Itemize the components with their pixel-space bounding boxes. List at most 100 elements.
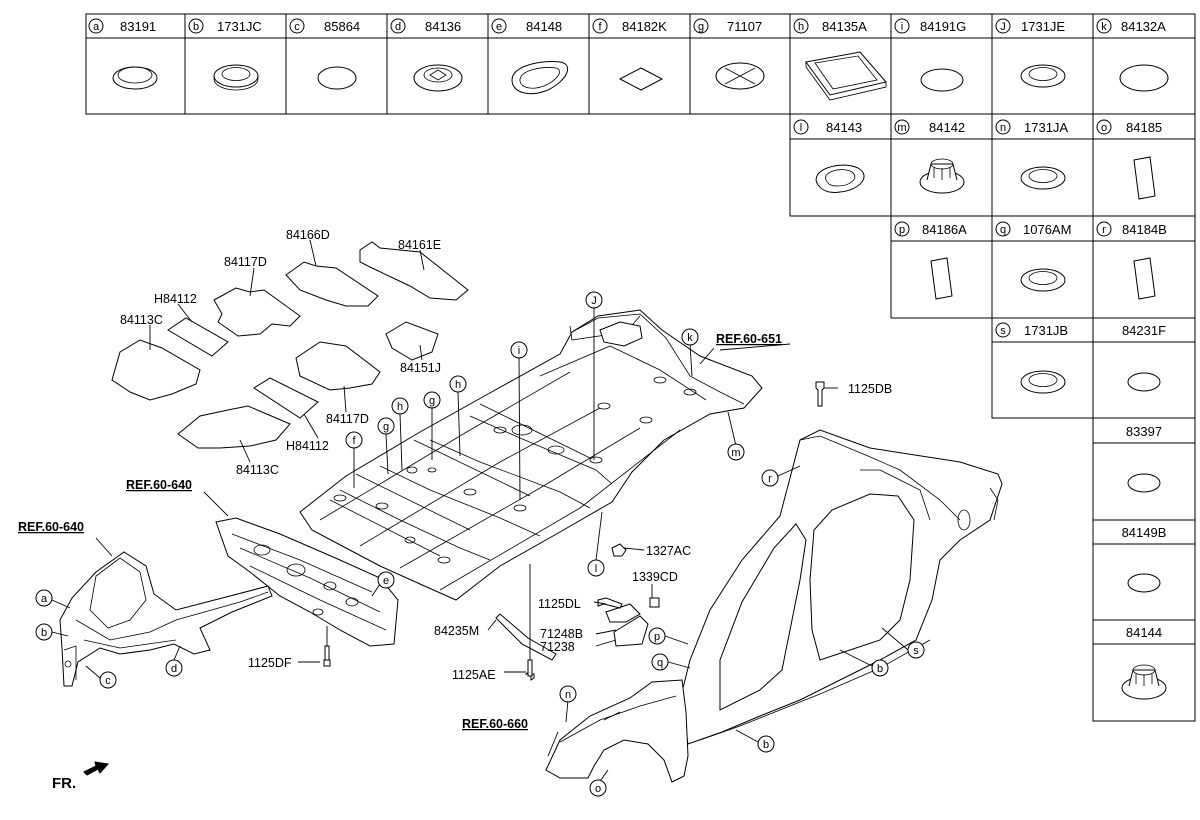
svg-text:J: J [591, 295, 597, 307]
callout-h-1: h [391, 397, 409, 415]
callout-b-1: b [871, 659, 889, 677]
table-letter: q [1000, 224, 1006, 236]
ref-60-640-member[interactable]: REF.60-640 [18, 520, 84, 534]
table-code: 84191G [920, 19, 966, 34]
table-letter: p [899, 224, 905, 236]
table-letter: s [1000, 325, 1006, 337]
table-cell-n: n 1731JA [995, 119, 1068, 135]
label-h84112-top: H84112 [154, 292, 197, 306]
mat-84151j [385, 321, 439, 361]
front-side-member [59, 551, 273, 687]
label-84166d: 84166D [286, 228, 330, 242]
ref-60-660[interactable]: REF.60-660 [462, 717, 528, 731]
mat-84113c-bottom [177, 405, 291, 449]
front-arrow-icon [83, 761, 109, 776]
callout-j: J [585, 291, 603, 309]
callout-g-2: g [423, 391, 441, 409]
plug-1731ja-drawing [1020, 166, 1066, 190]
table-letter: d [395, 21, 401, 33]
svg-text:b: b [41, 627, 47, 639]
plug-84136-drawing [413, 64, 463, 92]
mat-84166d [285, 261, 379, 307]
svg-text:s: s [913, 645, 919, 657]
table-cell-r: r 84184B [1096, 221, 1167, 237]
ref-60-651[interactable]: REF.60-651 [716, 332, 782, 346]
patch-84182k-drawing [618, 67, 664, 91]
table-letter: n [1000, 122, 1006, 134]
table-code: 84135A [822, 19, 867, 34]
table-letter: k [1101, 21, 1107, 33]
callout-l: l [587, 559, 605, 577]
parts-table: a 83191 b 1731JC c 85864 d 84136 e 84148… [85, 13, 1196, 722]
table-cell-q: q 1076AM [995, 221, 1071, 237]
callouts: f g h g h i J k m l r p q b s b n o a b … [35, 291, 925, 797]
grommet-84144-drawing [1121, 664, 1167, 700]
plug-85864-drawing [317, 66, 357, 90]
small-parts [323, 381, 825, 681]
table-letter: h [798, 21, 804, 33]
patch-84186a-drawing [930, 257, 953, 300]
table-code: 71107 [727, 19, 762, 34]
svg-text:e: e [383, 575, 389, 587]
floor-pan-assembly [299, 309, 763, 601]
table-code: 85864 [324, 19, 360, 34]
table-code: 1731JB [1024, 323, 1068, 338]
label-1125dl: 1125DL [538, 597, 581, 611]
plug-84148-drawing [511, 61, 569, 95]
plug-83191-drawing [112, 66, 158, 90]
label-1339cd: 1339CD [632, 570, 678, 584]
table-cell-84231f: 84231F [1122, 323, 1166, 338]
patch-84185-drawing [1133, 156, 1156, 200]
table-cell-f: f 84182K [592, 18, 667, 34]
table-code: 83191 [120, 19, 156, 34]
svg-text:d: d [171, 663, 177, 675]
table-code: 1731JE [1021, 19, 1065, 34]
svg-text:h: h [455, 379, 461, 391]
svg-text:g: g [383, 421, 389, 433]
mat-84117d-bottom [295, 341, 381, 391]
table-letter: g [698, 21, 704, 33]
label-84161e: 84161E [398, 238, 441, 252]
table-code: 84149B [1122, 525, 1167, 540]
plug-84149b-drawing [1127, 573, 1161, 593]
table-cell-c: c 85864 [289, 18, 360, 34]
table-letter: o [1101, 122, 1107, 134]
label-84117d-bottom: 84117D [326, 412, 369, 426]
table-letter: i [901, 21, 903, 33]
callout-p: p [648, 627, 666, 645]
plug-84143-drawing [815, 164, 865, 193]
svg-text:n: n [565, 689, 571, 701]
label-84117d-top: 84117D [224, 255, 267, 269]
svg-text:q: q [657, 657, 663, 669]
table-cell-g: g 71107 [693, 18, 762, 34]
label-1125df: 1125DF [248, 656, 292, 670]
table-cell-s: s 1731JB [995, 322, 1068, 338]
table-letter: e [496, 21, 502, 33]
table-cell-k: k 84132A [1096, 18, 1166, 34]
table-cell-j: J 1731JE [995, 18, 1065, 34]
plug-1076am-drawing [1020, 268, 1066, 292]
table-code: 1076AM [1023, 222, 1071, 237]
callout-b-2: b [757, 735, 775, 753]
svg-text:b: b [877, 663, 883, 675]
label-84235m: 84235M [434, 624, 479, 638]
table-cell-l: l 84143 [793, 119, 862, 135]
grommet-84142-drawing [919, 158, 965, 194]
table-cell-h: h 84135A [793, 18, 867, 34]
mat-h84112-bottom [253, 377, 319, 419]
table-letter: c [294, 21, 300, 33]
callout-r: r [761, 469, 779, 487]
plug-84231f-drawing [1127, 372, 1161, 392]
mat-84161e [359, 241, 469, 301]
front-fender [545, 679, 689, 783]
ref-60-640-dash[interactable]: REF.60-640 [126, 478, 192, 492]
table-code: 84185 [1126, 120, 1162, 135]
callout-n: n [559, 685, 577, 703]
callout-k: k [681, 328, 699, 346]
label-1125db: 1125DB [848, 382, 892, 396]
table-cell-m: m 84142 [894, 119, 965, 135]
mat-84113c-top [111, 339, 201, 401]
plug-71107-drawing [715, 62, 765, 90]
table-cell-p: p 84186A [894, 221, 967, 237]
